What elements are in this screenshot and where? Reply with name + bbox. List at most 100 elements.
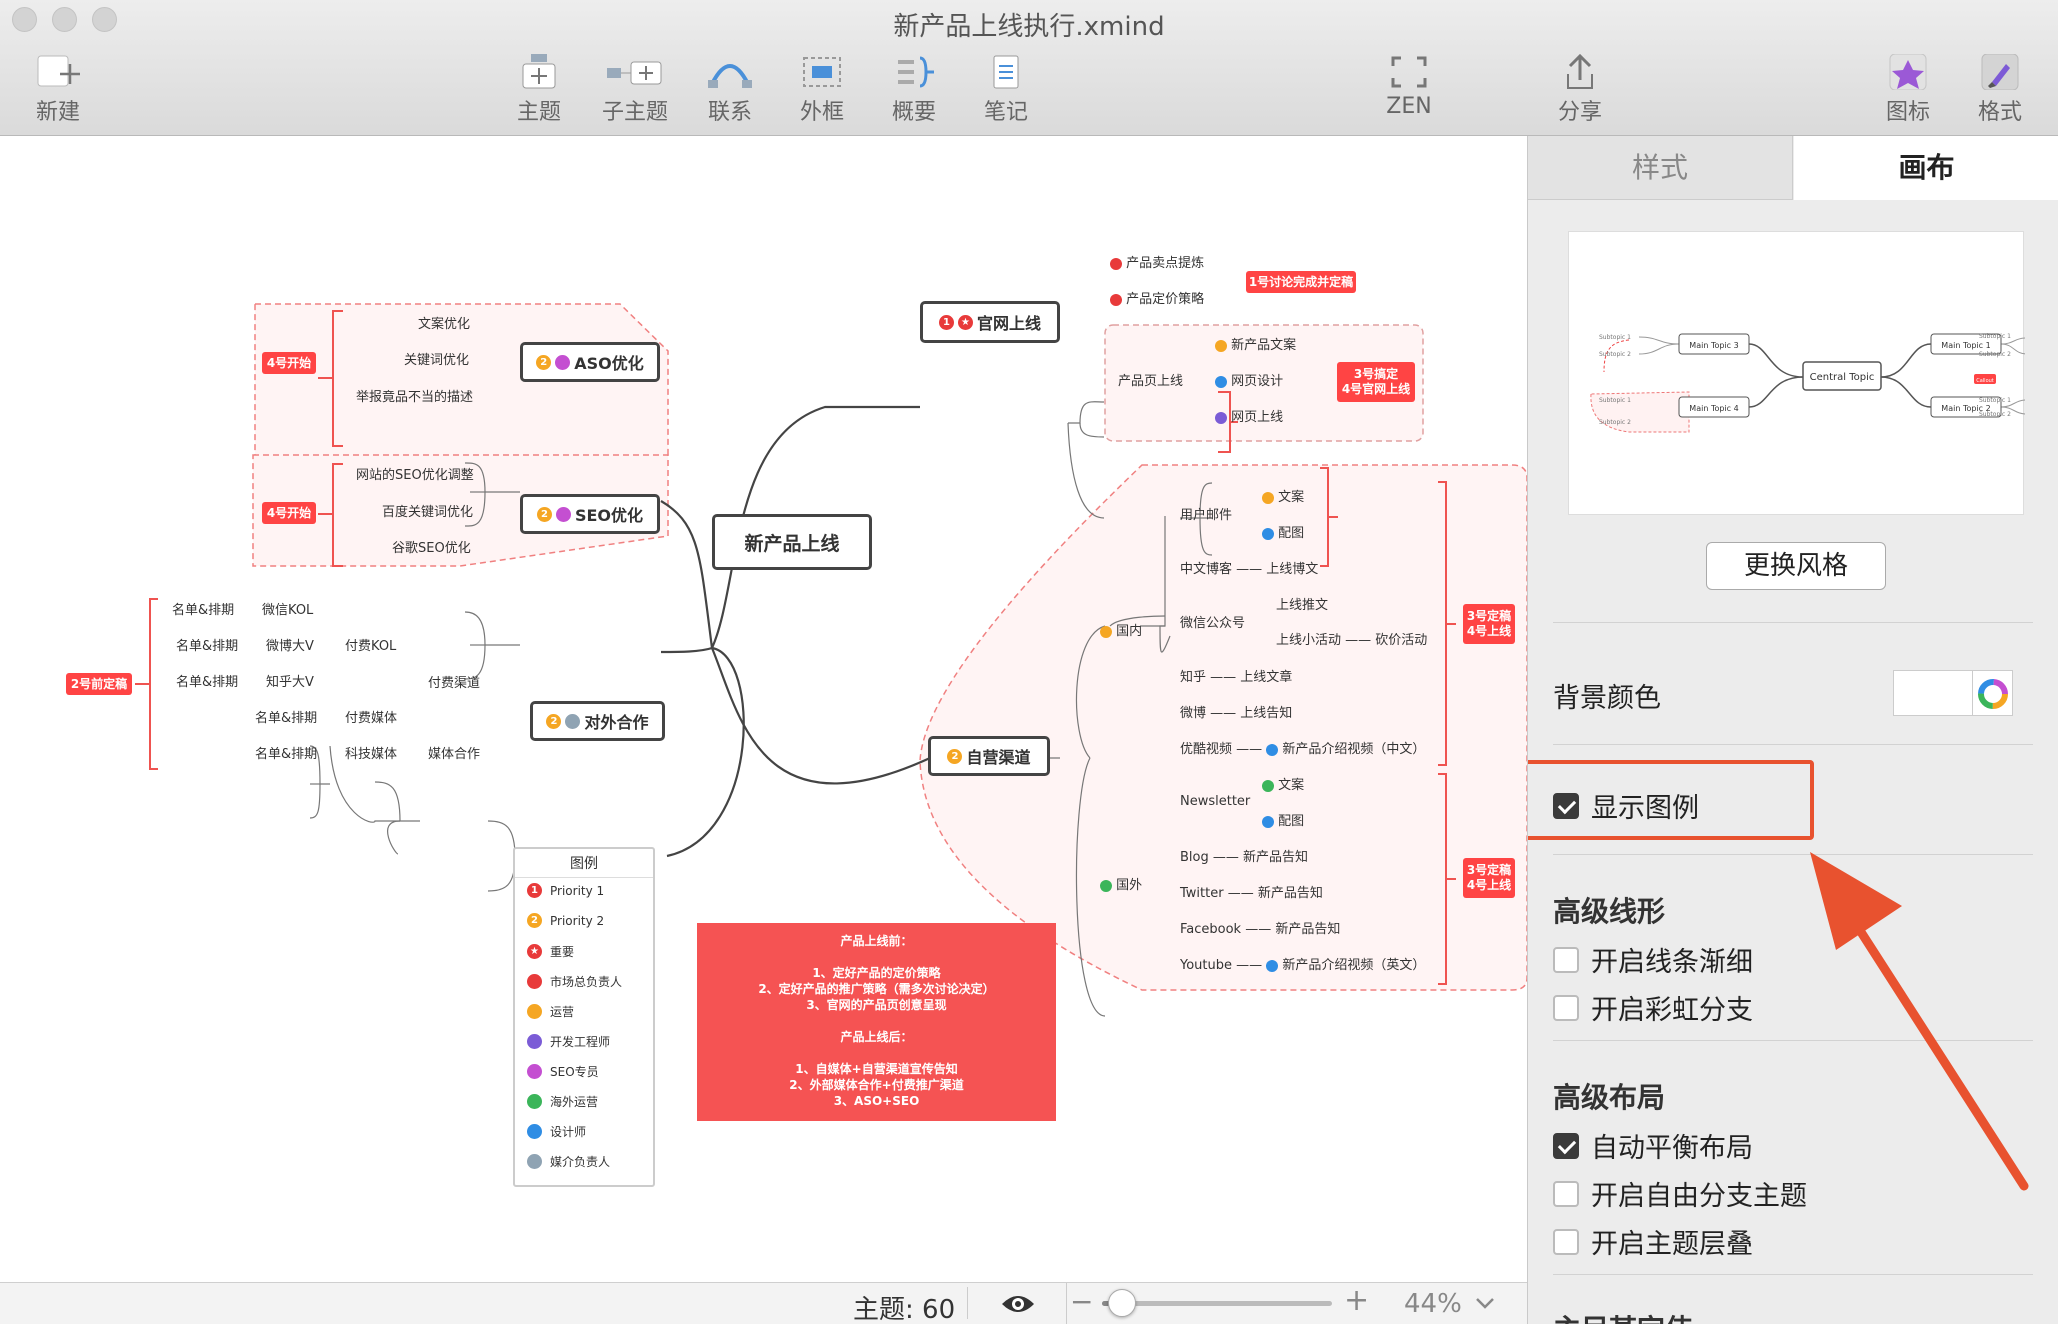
- node-paid-kol[interactable]: 付费KOL: [345, 639, 397, 654]
- node-youku[interactable]: 优酷视频 —— 新产品介绍视频（中文）: [1180, 742, 1426, 757]
- taper-checkbox[interactable]: [1553, 946, 1579, 973]
- node-newsletter[interactable]: Newsletter: [1180, 794, 1251, 809]
- node-zhihu-v[interactable]: 知乎大V: [266, 675, 314, 690]
- node-schedule[interactable]: 名单&排期: [176, 675, 239, 690]
- node-aso-report[interactable]: 举报竟品不当的描述: [356, 390, 474, 405]
- bg-color-swatch[interactable]: [1893, 670, 1973, 716]
- node-weibo[interactable]: 微博 —— 上线告知: [1180, 706, 1293, 721]
- node-zhihu[interactable]: 知乎 —— 上线文章: [1180, 670, 1293, 685]
- node-schedule[interactable]: 名单&排期: [176, 639, 239, 654]
- node-schedule[interactable]: 名单&排期: [255, 747, 318, 762]
- zoom-slider-track[interactable]: [1102, 1289, 1332, 1317]
- market-lead-icon: [1110, 257, 1122, 270]
- topic-official-site[interactable]: 1 ★ 官网上线: [920, 301, 1060, 343]
- node-aso-copy[interactable]: 文案优化: [418, 317, 471, 332]
- summary-button[interactable]: 概要: [866, 54, 962, 126]
- overlap-checkbox[interactable]: [1553, 1228, 1579, 1255]
- node-aso-keywords[interactable]: 关键词优化: [404, 353, 470, 368]
- tab-canvas[interactable]: 画布: [1794, 136, 2058, 200]
- style-preview[interactable]: Central Topic Main Topic 3 Main Topic 4 …: [1568, 231, 2028, 515]
- chevron-down-icon[interactable]: [1474, 1295, 1496, 1311]
- node-paid-channel[interactable]: 付费渠道: [428, 676, 481, 691]
- zoom-in-button[interactable]: +: [1344, 1283, 1370, 1318]
- deadline-pill: 4号开始: [262, 352, 316, 374]
- node-push[interactable]: 上线推文: [1276, 598, 1329, 613]
- node-blog[interactable]: Blog —— 新产品告知: [1180, 850, 1309, 865]
- node-abroad[interactable]: 国外: [1100, 878, 1142, 894]
- icon-panel-button[interactable]: 图标: [1860, 54, 1956, 126]
- priority-2-icon: 2: [947, 748, 963, 764]
- note-floating-topic[interactable]: 产品上线前： 1、定好产品的定价策略 2、定好产品的推广策略（需多次讨论决定） …: [697, 923, 1056, 1121]
- topic-button[interactable]: 主题: [491, 54, 587, 126]
- node-seo-google[interactable]: 谷歌SEO优化: [392, 541, 471, 556]
- change-style-button[interactable]: 更换风格: [1706, 542, 1886, 590]
- zen-button[interactable]: ZEN: [1361, 54, 1457, 119]
- node-schedule[interactable]: 名单&排期: [172, 603, 235, 618]
- node-tech-media[interactable]: 科技媒体: [345, 747, 398, 762]
- zoom-slider-knob[interactable]: [1108, 1289, 1137, 1317]
- node-web-design[interactable]: 网页设计: [1215, 374, 1283, 390]
- topic-aso[interactable]: 2 ASO优化: [520, 342, 660, 382]
- node-media-coop[interactable]: 媒体合作: [428, 747, 481, 762]
- star-icon: ★: [527, 944, 542, 959]
- topic-seo[interactable]: 2 SEO优化: [520, 494, 660, 534]
- node-copy[interactable]: 文案: [1262, 778, 1304, 794]
- close-window-button[interactable]: [12, 7, 37, 32]
- node-copy[interactable]: 文案: [1262, 490, 1304, 506]
- node-seo-baidu[interactable]: 百度关键词优化: [382, 505, 474, 520]
- format-panel-button[interactable]: 格式: [1952, 54, 2048, 126]
- relationship-button[interactable]: 联系: [682, 54, 778, 126]
- node-domestic[interactable]: 国内: [1100, 624, 1142, 640]
- free-branch-checkbox[interactable]: [1553, 1180, 1579, 1207]
- node-web-online[interactable]: 网页上线: [1215, 410, 1283, 426]
- node-seo-site[interactable]: 网站的SEO优化调整: [356, 468, 474, 483]
- new-button[interactable]: 新建: [10, 54, 106, 126]
- auto-balance-checkbox[interactable]: [1553, 1132, 1579, 1159]
- priority-1-icon: 1: [938, 314, 954, 330]
- overlap-option[interactable]: 开启主题层叠: [1553, 1222, 1753, 1261]
- topic-external[interactable]: 2 对外合作: [530, 701, 665, 741]
- show-legend-option[interactable]: 显示图例: [1553, 786, 1699, 825]
- node-cn-blog[interactable]: 中文博客 —— 上线博文: [1180, 562, 1319, 577]
- show-legend-checkbox[interactable]: [1553, 792, 1579, 819]
- auto-balance-option[interactable]: 自动平衡布局: [1553, 1126, 1753, 1165]
- node-new-copy[interactable]: 新产品文案: [1215, 338, 1296, 354]
- topic-self-channel[interactable]: 2 自营渠道: [928, 736, 1050, 776]
- mindmap-canvas[interactable]: 新产品上线 1 ★ 官网上线 产品卖点提炼 产品定价策略 1号讨论完成并定稿 产…: [0, 136, 1527, 1282]
- free-branch-option[interactable]: 开启自由分支主题: [1553, 1174, 1807, 1213]
- node-image[interactable]: 配图: [1262, 814, 1304, 830]
- taper-option[interactable]: 开启线条渐细: [1553, 940, 1753, 979]
- note-button[interactable]: 笔记: [958, 54, 1054, 126]
- node-twitter[interactable]: Twitter —— 新产品告知: [1180, 886, 1323, 901]
- node-activity[interactable]: 上线小活动 —— 砍价活动: [1276, 633, 1428, 648]
- eye-icon[interactable]: [1000, 1291, 1036, 1317]
- zoom-window-button[interactable]: [92, 7, 117, 32]
- node-weibo-v[interactable]: 微博大V: [266, 639, 314, 654]
- node-image[interactable]: 配图: [1262, 526, 1304, 542]
- node-schedule[interactable]: 名单&排期: [255, 711, 318, 726]
- developer-icon: [527, 1034, 542, 1049]
- subtopic-button[interactable]: 子主题: [587, 54, 683, 126]
- node-product-page[interactable]: 产品页上线: [1118, 374, 1184, 389]
- boundary-button[interactable]: 外框: [774, 54, 870, 126]
- node-youtube[interactable]: Youtube —— 新产品介绍视频（英文）: [1180, 958, 1426, 973]
- share-button[interactable]: 分享: [1532, 54, 1628, 126]
- node-paid-media[interactable]: 付费媒体: [345, 711, 398, 726]
- zoom-out-button[interactable]: −: [1070, 1285, 1094, 1318]
- node-wechat[interactable]: 微信公众号: [1180, 616, 1246, 631]
- tab-style[interactable]: 样式: [1528, 136, 1793, 200]
- color-picker-button[interactable]: [1973, 670, 2013, 716]
- node-sell-points[interactable]: 产品卖点提炼: [1110, 256, 1204, 272]
- minimize-window-button[interactable]: [52, 7, 77, 32]
- node-facebook[interactable]: Facebook —— 新产品告知: [1180, 922, 1341, 937]
- divider: [1553, 744, 2033, 745]
- zoom-level[interactable]: 44%: [1404, 1289, 1462, 1319]
- node-pricing[interactable]: 产品定价策略: [1110, 292, 1204, 308]
- rainbow-checkbox[interactable]: [1553, 994, 1579, 1021]
- central-topic[interactable]: 新产品上线: [712, 514, 872, 570]
- rainbow-option[interactable]: 开启彩虹分支: [1553, 988, 1753, 1027]
- node-wechat-kol[interactable]: 微信KOL: [262, 603, 314, 618]
- node-email[interactable]: 用户邮件: [1180, 508, 1233, 523]
